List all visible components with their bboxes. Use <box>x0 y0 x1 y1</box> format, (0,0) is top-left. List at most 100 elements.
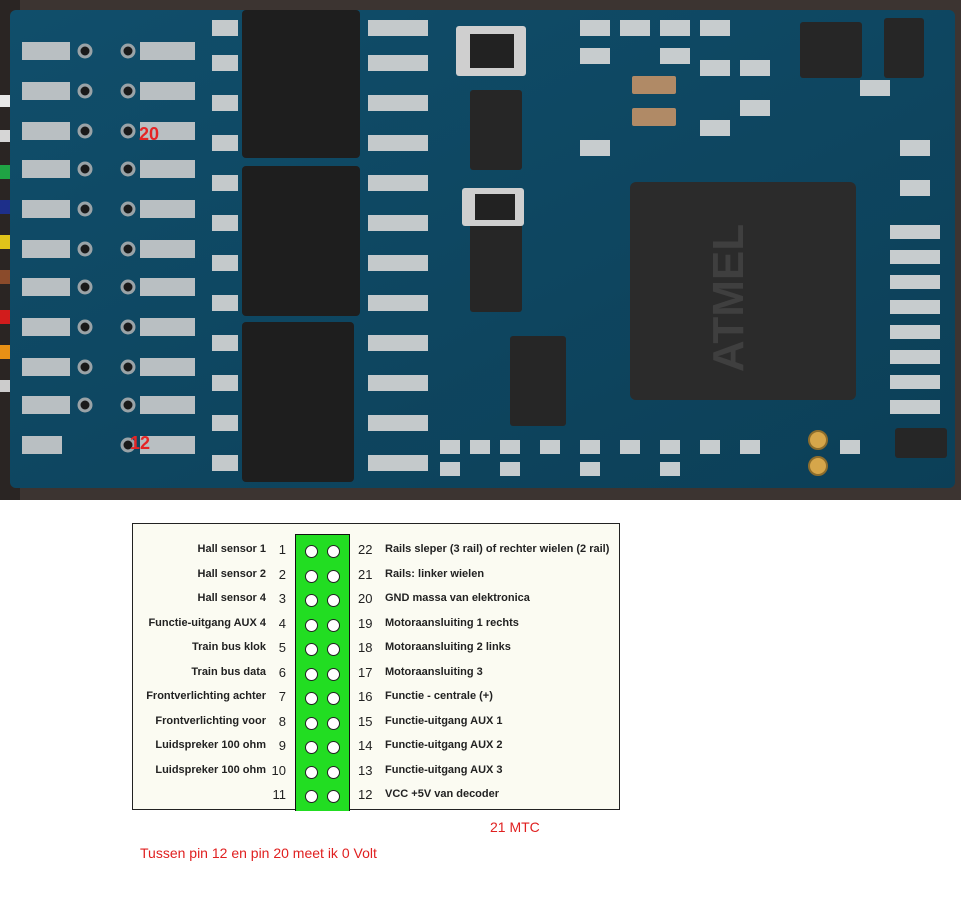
capacitors <box>632 76 676 126</box>
connector-hole <box>305 790 318 803</box>
pin-label-left: Train bus data <box>191 665 266 678</box>
left-solder-pads <box>22 42 195 454</box>
small-ic <box>470 222 522 312</box>
pin-number-left: 7 <box>278 689 286 704</box>
resistor-body <box>470 34 514 68</box>
pin-number-right: 14 <box>358 738 373 753</box>
pin-number-right: 21 <box>358 566 373 582</box>
microcontroller-chip <box>630 182 856 400</box>
pin-label-right: Motoraansluiting 3 <box>385 665 483 678</box>
pin-number-left: 9 <box>278 738 286 753</box>
pin-label-right: Motoraansluiting 1 rechts <box>385 616 519 629</box>
pin-label-right: Functie-uitgang AUX 3 <box>385 763 503 776</box>
pin-number-right: 20 <box>358 591 373 606</box>
connector-hole <box>305 643 318 656</box>
pin-number-left: 11 <box>272 787 287 802</box>
connector-hole <box>327 790 340 803</box>
pin-number-left: 8 <box>278 713 286 729</box>
pin-row: 11 12 VCC +5V van decoder <box>133 785 621 805</box>
pin-label-left: Frontverlichting voor <box>155 714 266 727</box>
connector-hole <box>327 741 340 754</box>
pin-row: Hall sensor 4 3 20 GND massa van elektronic… <box>133 589 621 609</box>
small-ic <box>884 18 924 78</box>
connector-hole <box>305 716 318 730</box>
resistor-body <box>475 194 515 220</box>
measurement-note: Tussen pin 12 en pin 20 meet ik 0 Volt <box>140 845 377 861</box>
connector-hole <box>327 569 340 583</box>
pin-number-left: 4 <box>278 615 286 631</box>
pin-label-left: Hall sensor 1 <box>197 543 266 555</box>
pin-row: Luidspreker 100 ohm 9 14 Functie-uitgang AU… <box>133 736 621 756</box>
pin-number-right: 13 <box>358 762 373 778</box>
pin-row: Frontverlichting achter 7 16 Functie - cent… <box>133 687 621 707</box>
pin-number-right: 15 <box>358 713 373 729</box>
pin-row: Luidspreker 100 ohm 10 13 Functie-uitgang A… <box>133 761 621 781</box>
connector-hole <box>327 643 340 656</box>
pin-label-right: VCC +5V van decoder <box>385 788 500 800</box>
pin-row: Functie-uitgang AUX 4 4 19 Motoraansluiting… <box>133 614 621 634</box>
photo-label-pin-12: 12 <box>130 433 151 453</box>
connector-hole <box>305 692 318 705</box>
pin-label-right: Functie - centrale (+) <box>385 690 493 702</box>
connector-block <box>295 534 350 811</box>
pin-row: Frontverlichting voor 8 15 Functie-uitgang … <box>133 712 621 732</box>
connector-hole <box>305 618 318 632</box>
connector-hole <box>327 594 340 607</box>
pin-label-left: Functie-uitgang AUX 4 <box>148 616 266 629</box>
pin-label-right: GND massa van elektronica <box>385 592 530 604</box>
connector-hole <box>327 692 340 705</box>
connector-hole <box>327 618 340 632</box>
pin-number-left: 1 <box>278 542 286 557</box>
pin-row: Hall sensor 2 2 21 Rails: linker wielen <box>133 565 621 585</box>
power-ic-chips <box>242 10 360 482</box>
connector-hole <box>305 569 318 583</box>
small-ic <box>470 90 522 170</box>
pin-label-right: Motoraansluiting 2 links <box>385 641 511 653</box>
connector-caption: 21 MTC <box>490 819 540 835</box>
pin-label-left: Luidspreker 100 ohm <box>155 739 266 751</box>
small-ic <box>800 22 862 78</box>
pin-row: Train bus data 6 17 Motoraansluiting 3 <box>133 663 621 683</box>
pin-label-left: Luidspreker 100 ohm <box>155 763 266 776</box>
connector-hole <box>327 545 340 558</box>
pin-row: Hall sensor 1 1 22 Rails sleper (3 rail) of… <box>133 540 621 560</box>
pin-label-left: Train bus klok <box>192 641 266 653</box>
pin-number-right: 17 <box>358 664 373 680</box>
pin-number-left: 2 <box>278 566 286 582</box>
pin-number-left: 3 <box>278 591 286 606</box>
pin-number-right: 22 <box>358 542 373 557</box>
connector-hole <box>305 667 318 681</box>
smd-components <box>440 20 940 476</box>
gold-pad <box>808 430 828 450</box>
pin-number-left: 10 <box>271 762 286 778</box>
pin-number-right: 16 <box>358 689 373 704</box>
pin-label-left: Frontverlichting achter <box>146 690 266 702</box>
pin-label-left: Hall sensor 2 <box>197 567 266 580</box>
pin-number-left: 6 <box>278 664 286 680</box>
pin-number-right: 19 <box>358 615 373 631</box>
connector-hole <box>305 594 318 607</box>
chip-side-pads <box>212 20 428 471</box>
connector-hole <box>327 765 340 779</box>
pin-label-right: Functie-uitgang AUX 1 <box>385 714 503 727</box>
small-ic <box>510 336 566 426</box>
small-ic <box>895 428 947 458</box>
connector-hole <box>327 667 340 681</box>
pin-number-right: 18 <box>358 640 373 655</box>
connector-hole <box>305 741 318 754</box>
pin-label-left: Hall sensor 4 <box>197 592 266 604</box>
pin-label-right: Rails sleper (3 rail) of rechter wielen … <box>385 543 610 555</box>
connector-hole <box>327 716 340 730</box>
connector-hole <box>305 545 318 558</box>
gold-pad <box>808 456 828 476</box>
microcontroller-marking: ATMEL <box>704 224 753 372</box>
pin-label-right: Functie-uitgang AUX 2 <box>385 739 503 751</box>
connector-hole <box>305 765 318 779</box>
pin-number-right: 12 <box>358 787 373 802</box>
left-via-holes <box>77 43 136 453</box>
photo-label-pin-20: 20 <box>139 124 160 144</box>
decoder-pcb-photo: ATMEL <box>0 0 961 500</box>
pin-label-right: Rails: linker wielen <box>385 567 485 580</box>
